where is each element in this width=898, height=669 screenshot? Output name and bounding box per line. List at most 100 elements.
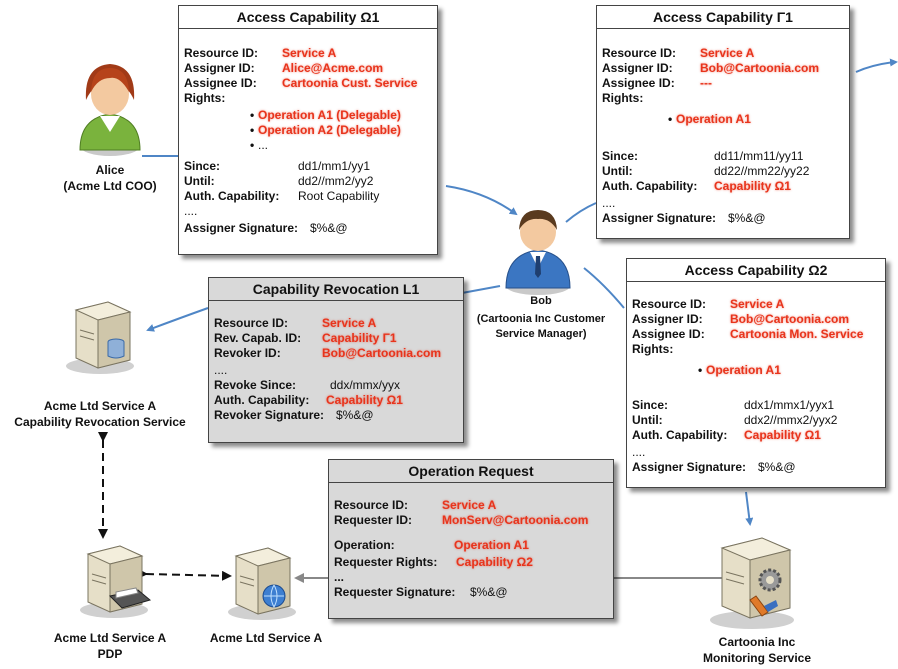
- access-capability-omega2-card: Access Capability Ω2 Resource ID: Service…: [626, 258, 886, 488]
- pdp-servicea-dashed: [137, 568, 232, 581]
- auth-capability-label: Auth. Capability:: [602, 179, 698, 193]
- card-title: Access Capability Ω2: [627, 259, 885, 282]
- auth-capability-value: Capability Ω1: [744, 428, 821, 442]
- bob-role-line1: (Cartoonia Inc Customer: [476, 313, 606, 325]
- capability-revocation-card: Capability Revocation L1 Resource ID: Ser…: [208, 277, 464, 443]
- auth-capability-label: Auth. Capability:: [184, 189, 280, 203]
- assignee-id-label: Assignee ID:: [602, 76, 675, 90]
- signature-value: $%&@: [470, 585, 508, 599]
- right-item: Operation A1 (Delegable): [258, 108, 401, 122]
- right-item: ...: [258, 138, 269, 152]
- assigner-id-value: Alice@Acme.com: [282, 61, 384, 75]
- assignee-id-label: Assignee ID:: [632, 327, 705, 341]
- signature-label: Assigner Signature:: [632, 460, 747, 474]
- bob-to-revocation-line: [461, 285, 501, 294]
- assigner-id-label: Assigner ID:: [602, 61, 673, 75]
- resource-id-value: Service A: [442, 498, 497, 512]
- until-value: dd2//mm2/yy2: [298, 174, 374, 188]
- auth-capability-label: Auth. Capability:: [632, 428, 728, 442]
- auth-capability-value: Capability Ω1: [714, 179, 791, 193]
- revocation-service-line2: Capability Revocation Service: [14, 415, 186, 429]
- resource-id-label: Resource ID:: [214, 316, 289, 330]
- resource-id-label: Resource ID:: [632, 297, 707, 311]
- rev-capab-id-value: Capability Γ1: [322, 331, 397, 345]
- alice-role: (Acme Ltd COO): [63, 179, 157, 193]
- alice-person-icon: [79, 64, 141, 156]
- service-a-label: Acme Ltd Service A: [196, 630, 336, 646]
- until-label: Until:: [602, 164, 633, 178]
- bob-to-gamma1-line: [565, 202, 597, 223]
- rev-capab-id-label: Rev. Capab. ID:: [214, 331, 302, 345]
- signature-label: Revoker Signature:: [214, 408, 325, 422]
- bob-to-omega2-line: [583, 267, 625, 309]
- assignee-id-value: ---: [700, 76, 712, 90]
- right-item: Operation A1: [706, 363, 781, 377]
- until-label: Until:: [184, 174, 215, 188]
- globe-server-icon: [228, 547, 296, 620]
- signature-value: $%&@: [310, 221, 348, 235]
- since-value: dd1/mm1/yy1: [298, 159, 371, 173]
- revoke-since-label: Revoke Since:: [214, 378, 297, 392]
- bob-label: Bob (Cartoonia Inc Customer Service Mana…: [466, 294, 616, 342]
- operation-request-card: Operation Request Resource ID:Service A …: [328, 459, 614, 619]
- assignee-id-label: Assignee ID:: [184, 76, 257, 90]
- right-item: Operation A1: [676, 112, 751, 126]
- card-title: Access Capability Ω1: [179, 6, 437, 29]
- card-title: Access Capability Γ1: [597, 6, 849, 29]
- omega2-to-monitoring-arrow: [745, 491, 754, 526]
- until-value: dd22//mm22/yy22: [714, 164, 810, 178]
- database-server-icon: [66, 301, 134, 374]
- ellipsis: ....: [184, 204, 198, 218]
- operation-value: Operation A1: [454, 538, 529, 552]
- ellipsis: ....: [602, 196, 616, 210]
- revoker-id-value: Bob@Cartoonia.com: [322, 346, 442, 360]
- ellipsis: ....: [632, 445, 646, 459]
- alice-name: Alice: [95, 163, 125, 177]
- assigner-id-label: Assigner ID:: [184, 61, 255, 75]
- bob-name: Bob: [530, 295, 552, 307]
- revocation-service-label: Acme Ltd Service A Capability Revocation…: [0, 398, 200, 430]
- revoke-since-value: ddx/mmx/yyx: [330, 378, 401, 392]
- ellipsis: ...: [334, 570, 345, 584]
- alice-label: Alice (Acme Ltd COO): [40, 162, 180, 194]
- signature-value: $%&@: [336, 408, 374, 422]
- signature-label: Assigner Signature:: [184, 221, 299, 235]
- rights-label: Rights:: [602, 91, 644, 105]
- resource-id-value: Service A: [700, 46, 755, 60]
- resource-id-value: Service A: [730, 297, 785, 311]
- assignee-id-value: Cartoonia Cust. Service: [282, 76, 418, 90]
- since-label: Since:: [602, 149, 639, 163]
- auth-capability-label: Auth. Capability:: [214, 393, 310, 407]
- until-label: Until:: [632, 413, 663, 427]
- bob-role-line2: Service Manager): [495, 328, 587, 340]
- omega1-to-bob-arrow: [445, 185, 518, 216]
- requester-id-label: Requester ID:: [334, 513, 413, 527]
- monitoring-line2: Monitoring Service: [702, 651, 812, 665]
- auth-capability-value: Capability Ω1: [326, 393, 403, 407]
- resource-id-value: Service A: [322, 316, 377, 330]
- assigner-id-value: Bob@Cartoonia.com: [700, 61, 820, 75]
- resource-id-label: Resource ID:: [334, 498, 409, 512]
- right-item: Operation A2 (Delegable): [258, 123, 401, 137]
- revocation-service-line1: Acme Ltd Service A: [43, 399, 157, 413]
- card-title: Capability Revocation L1: [209, 278, 463, 301]
- requester-id-value: MonServ@Cartoonia.com: [442, 513, 589, 527]
- signature-label: Requester Signature:: [334, 585, 456, 599]
- requester-rights-value: Capability Ω2: [456, 555, 533, 569]
- gamma1-outgoing-arrow: [855, 58, 898, 73]
- assigner-id-label: Assigner ID:: [632, 312, 703, 326]
- pdp-line2: PDP: [97, 647, 123, 661]
- pdp-label: Acme Ltd Service A PDP: [40, 630, 180, 662]
- monitoring-label: Cartoonia Inc Monitoring Service: [684, 634, 830, 666]
- resource-id-label: Resource ID:: [602, 46, 677, 60]
- printer-server-icon: [80, 545, 152, 618]
- since-label: Since:: [632, 398, 669, 412]
- assignee-id-value: Cartoonia Mon. Service: [730, 327, 864, 341]
- auth-capability-value: Root Capability: [298, 189, 380, 203]
- since-label: Since:: [184, 159, 221, 173]
- access-capability-gamma1-card: Access Capability Γ1 Resource ID: Service…: [596, 5, 850, 239]
- requester-rights-label: Requester Rights:: [334, 555, 438, 569]
- operation-label: Operation:: [334, 538, 395, 552]
- service-a-line1: Acme Ltd Service A: [209, 631, 323, 645]
